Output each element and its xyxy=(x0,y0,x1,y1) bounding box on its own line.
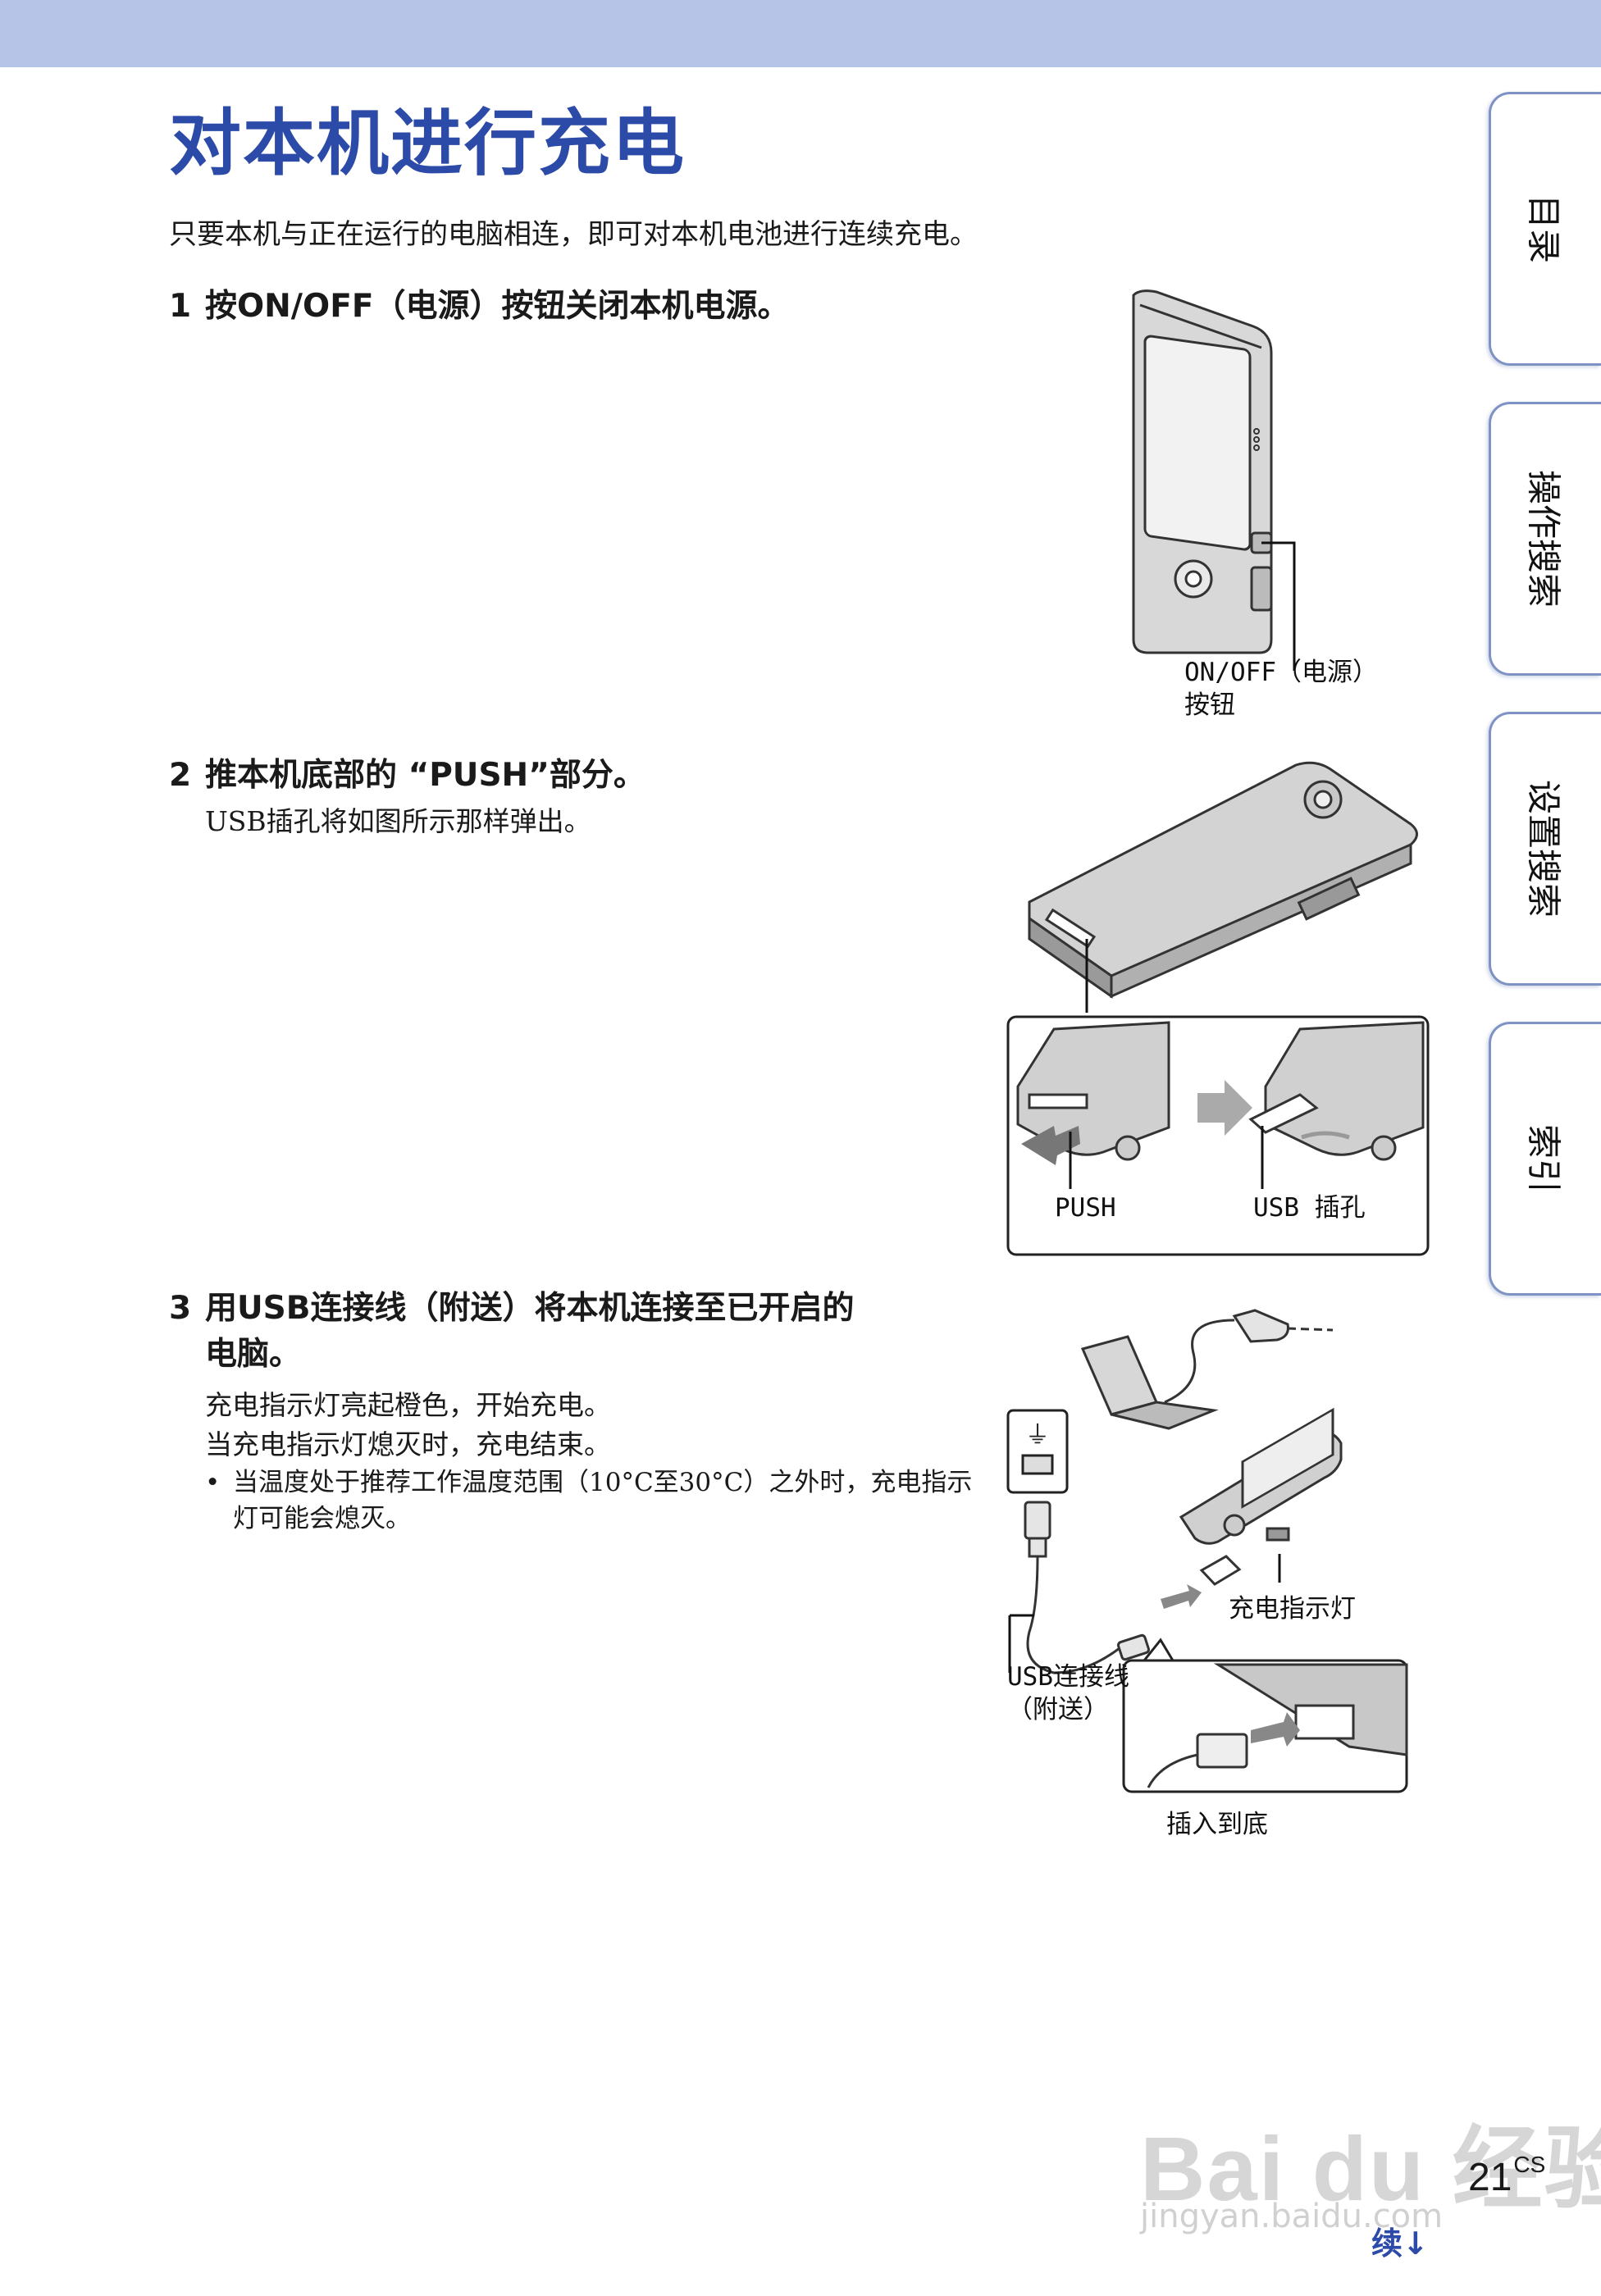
arrow-down-icon: ↓ xyxy=(1403,2225,1429,2262)
tab-index[interactable]: 索引 xyxy=(1489,1022,1601,1296)
tab-operation-search[interactable]: 操作搜索 xyxy=(1489,402,1601,676)
usb-cable-label: USB连接线 （附送） xyxy=(1007,1660,1129,1726)
step-number: 3 xyxy=(169,1290,192,1327)
step-text-cont: 电脑。 xyxy=(205,1336,302,1373)
detail-before xyxy=(1016,1021,1170,1165)
caption-line: （附送） xyxy=(1007,1695,1109,1724)
tab-label: 设置搜索 xyxy=(1523,779,1564,918)
tab-label: 索引 xyxy=(1523,1123,1564,1194)
page-title: 对本机进行充电 xyxy=(169,101,686,185)
camera-connected xyxy=(1179,1407,1343,1586)
step-number: 2 xyxy=(169,757,192,794)
page-suffix: CS xyxy=(1513,2152,1546,2177)
bullet-text: 当温度处于推荐工作温度范围（10°C至30°C）之外时，充电指示灯可能会熄灭。 xyxy=(233,1468,973,1533)
step-text: 推本机底部的 “PUSH”部分。 xyxy=(205,757,645,794)
figure-usb-connection: ⏚ xyxy=(1006,1309,1408,1793)
computer-illustration xyxy=(1080,1309,1289,1430)
arrow-right-icon xyxy=(1197,1080,1252,1136)
detail-after xyxy=(1248,1021,1425,1161)
insert-detail xyxy=(1147,1663,1408,1788)
device-bottom-illustration xyxy=(1028,761,1418,999)
step-3-note-2: 当充电指示灯熄灭时，充电结束。 xyxy=(205,1428,611,1460)
caption-line: 按钮 xyxy=(1184,690,1235,720)
caption-line: USB连接线 xyxy=(1007,1662,1129,1692)
device-illustration xyxy=(1132,289,1273,654)
tab-label: 操作搜索 xyxy=(1523,469,1564,608)
push-label: PUSH xyxy=(1055,1193,1116,1223)
power-cord xyxy=(1287,1327,1334,1332)
watermark-url: jingyan.baidu.com xyxy=(1140,2198,1444,2235)
step-number: 1 xyxy=(169,288,192,325)
power-button-caption: ON/OFF（电源） 按钮 xyxy=(1184,656,1378,722)
detail-pointer xyxy=(1143,1638,1175,1661)
callout-line xyxy=(1261,541,1296,671)
power-cord xyxy=(1164,1319,1235,1404)
charge-indicator-label: 充电指示灯 xyxy=(1229,1594,1356,1624)
continued-label: 续 xyxy=(1371,2225,1403,2262)
tab-label: 目录 xyxy=(1523,194,1564,264)
step-3-bullet: • 当温度处于推荐工作温度范围（10°C至30°C）之外时，充电指示灯可能会熄灭… xyxy=(205,1465,984,1537)
insert-label: 插入到底 xyxy=(1166,1810,1268,1839)
figure-push-usb xyxy=(1006,761,1430,1256)
page-number: 21CS xyxy=(1468,2152,1546,2200)
header-band xyxy=(0,0,1601,67)
intro-text: 只要本机与正在运行的电脑相连，即可对本机电池进行连续充电。 xyxy=(169,218,978,251)
page-number-value: 21 xyxy=(1468,2156,1512,2199)
usb-icon: ⏚ xyxy=(1025,1421,1050,1450)
continued-link[interactable]: 续↓ xyxy=(1371,2218,1429,2263)
step-3-note-1: 充电指示灯亮起橙色，开始充电。 xyxy=(205,1389,611,1421)
step-3: 3 用USB连接线（附送）将本机连接至已开启的 电脑。 xyxy=(169,1286,854,1378)
step-text: 用USB连接线（附送）将本机连接至已开启的 xyxy=(205,1290,855,1327)
tab-contents[interactable]: 目录 xyxy=(1489,92,1601,366)
usb-jack-label: USB 插孔 xyxy=(1253,1193,1366,1223)
step-2-note: USB插孔将如图所示那样弹出。 xyxy=(205,805,591,837)
step-1: 1 按ON/OFF（电源）按钮关闭本机电源。 xyxy=(169,284,789,330)
usb-cable xyxy=(1024,1501,1151,1674)
usb-port xyxy=(1021,1454,1054,1475)
arrow-icon xyxy=(1161,1584,1202,1609)
step-2: 2 推本机底部的 “PUSH”部分。 xyxy=(169,753,645,799)
tab-settings-search[interactable]: 设置搜索 xyxy=(1489,712,1601,986)
watermark-logo: Bai du 经验 xyxy=(1140,2119,1601,2220)
figure-device-power-button xyxy=(1132,289,1296,671)
step-text: 按ON/OFF（电源）按钮关闭本机电源。 xyxy=(205,288,790,325)
caption-line: ON/OFF（电源） xyxy=(1184,658,1378,687)
bullet-dot: • xyxy=(205,1468,221,1497)
speaker-holes xyxy=(1253,428,1260,451)
